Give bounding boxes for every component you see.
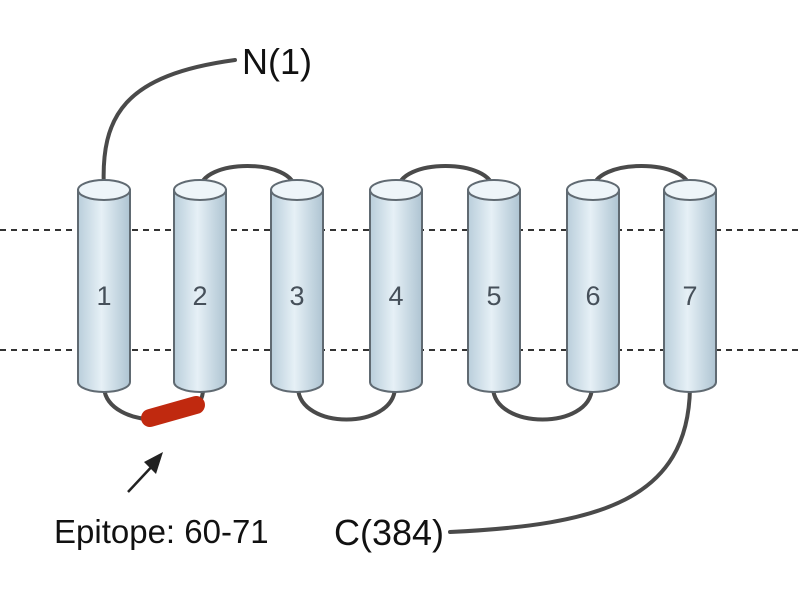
helix-3: 3 <box>270 179 324 393</box>
intracellular-loop-2 <box>296 386 397 422</box>
helix-top-cap <box>369 179 423 201</box>
helix-body <box>369 189 423 393</box>
helix-top-cap <box>566 179 620 201</box>
helix-top-cap <box>270 179 324 201</box>
helix-6: 6 <box>566 179 620 393</box>
helix-body <box>270 189 324 393</box>
c-terminus-label: C(384) <box>334 512 444 553</box>
epitope-segment <box>141 396 205 427</box>
helix-body <box>467 189 521 393</box>
helix-number-label: 6 <box>585 281 600 311</box>
intracellular-loop-3 <box>491 386 594 422</box>
helix-top-cap <box>663 179 717 201</box>
c-terminal-tail <box>448 386 692 534</box>
helix-number-label: 7 <box>682 281 697 311</box>
helix-number-label: 3 <box>289 281 304 311</box>
helix-4: 4 <box>369 179 423 393</box>
helix-body <box>77 189 131 393</box>
helix-body <box>566 189 620 393</box>
helix-body <box>663 189 717 393</box>
helix-1: 1 <box>77 179 131 393</box>
helix-number-label: 5 <box>486 281 501 311</box>
n-terminal-tail <box>101 58 237 192</box>
helix-number-label: 1 <box>96 281 111 311</box>
transmembrane-helices: 1 2 3 4 5 6 7 <box>77 179 717 393</box>
helix-number-label: 4 <box>388 281 403 311</box>
helix-7: 7 <box>663 179 717 393</box>
helix-body <box>173 189 227 393</box>
helix-top-cap <box>77 179 131 201</box>
helix-2: 2 <box>173 179 227 393</box>
helix-number-label: 2 <box>192 281 207 311</box>
epitope-arrow <box>127 452 163 493</box>
epitope-label: Epitope: 60-71 <box>54 513 269 550</box>
helix-5: 5 <box>467 179 521 393</box>
n-terminus-label: N(1) <box>242 41 312 82</box>
helix-top-cap <box>173 179 227 201</box>
helix-top-cap <box>467 179 521 201</box>
